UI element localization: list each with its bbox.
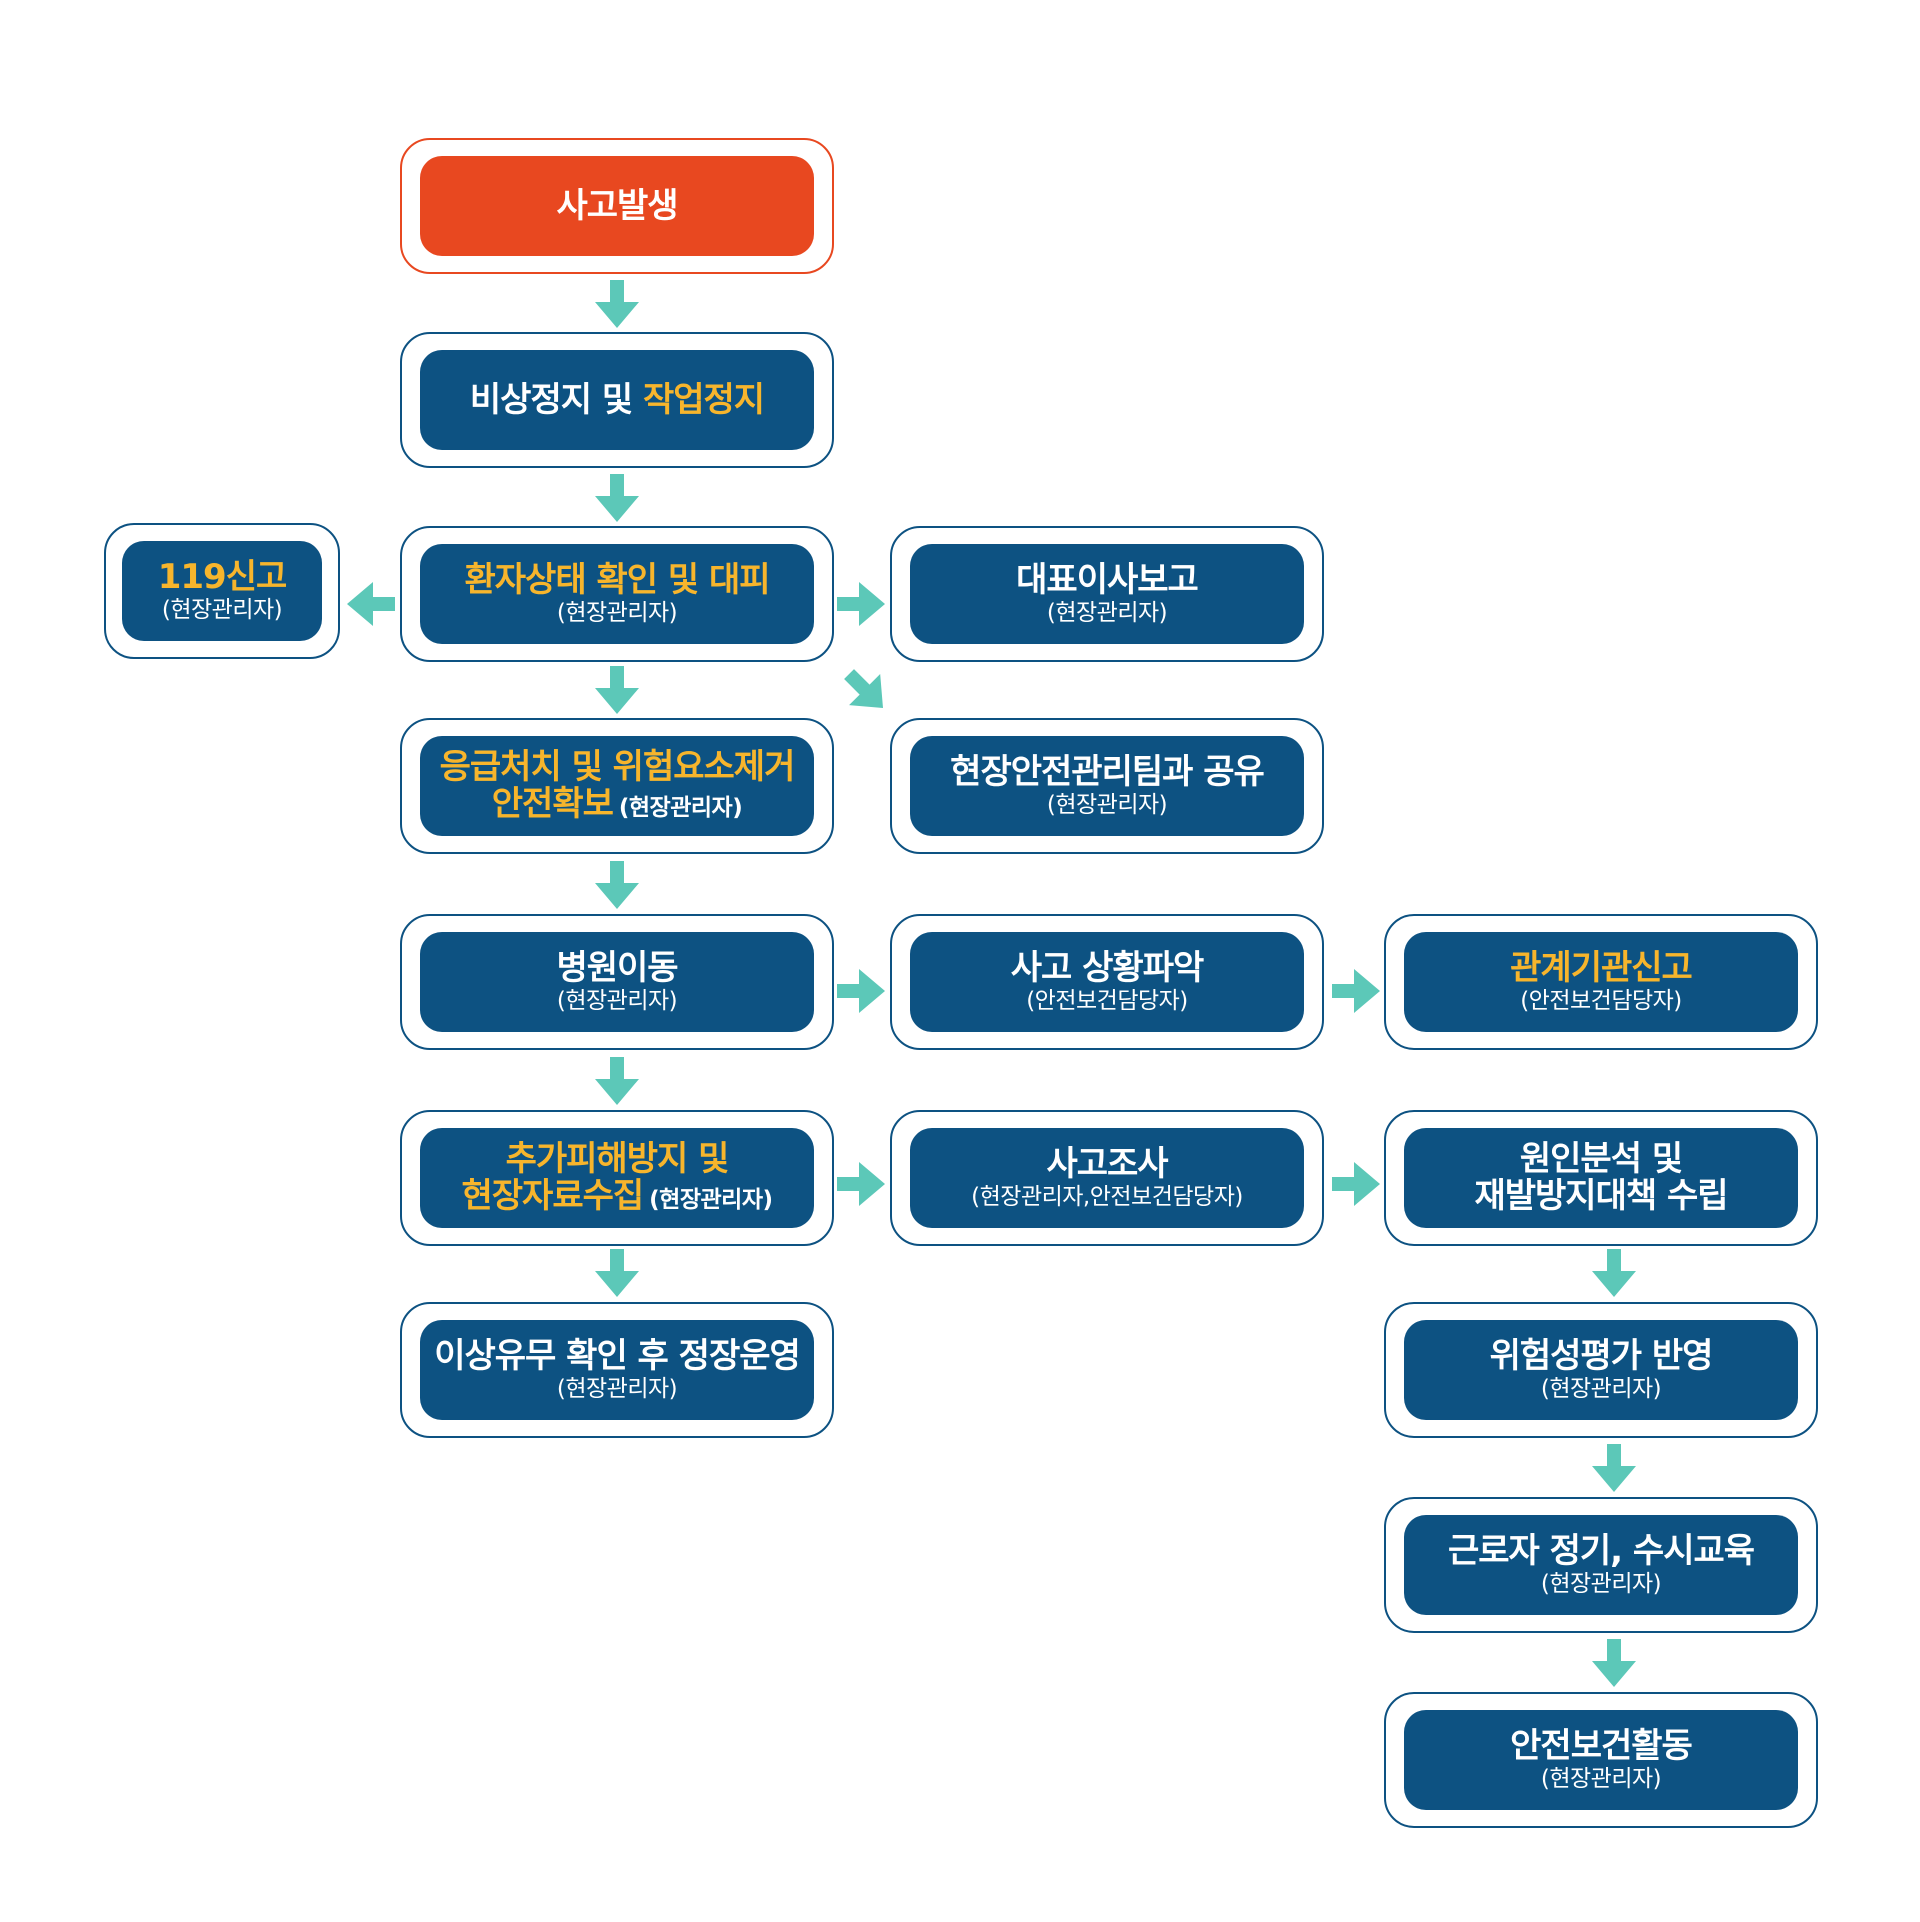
node-worker-education-box: 근로자 정기, 수시교육 (현장관리자): [1404, 1515, 1798, 1615]
node-report-119-sub: (현장관리자): [161, 596, 283, 623]
arrow-cause-to-risk: [1592, 1249, 1636, 1297]
arrow-hospital-to-prevent: [595, 1057, 639, 1105]
node-investigation-title: 사고조사: [1046, 1144, 1168, 1185]
arrow-prevent-to-normal: [595, 1249, 639, 1297]
node-risk-assessment-title: 위험성평가 반영: [1489, 1336, 1714, 1377]
arrow-accident-to-stop: [595, 280, 639, 328]
node-worker-education: 근로자 정기, 수시교육 (현장관리자): [1384, 1497, 1818, 1633]
node-emergency-stop-title: 비상정지 및 작업정지: [469, 379, 765, 420]
prevent-damage-collect-label: 현장자료수집: [461, 1176, 644, 1216]
node-investigation-sub: (현장관리자,안전보건담당자): [971, 1183, 1243, 1210]
arrow-patient-to-first-aid: [595, 666, 639, 714]
node-first-aid-box: 응급처치 및 위험요소제거 안전확보(현장관리자): [420, 736, 814, 836]
node-normal-operation: 이상유무 확인 후 정장운영 (현장관리자): [400, 1302, 834, 1438]
node-risk-assessment-box: 위험성평가 반영 (현장관리자): [1404, 1320, 1798, 1420]
node-agency-report: 관계기관신고 (안전보건담당자): [1384, 914, 1818, 1050]
node-worker-education-title: 근로자 정기, 수시교육: [1447, 1531, 1755, 1572]
node-emergency-stop-box: 비상정지 및 작업정지: [420, 350, 814, 450]
node-situation-sub: (안전보건담당자): [1026, 987, 1188, 1014]
node-patient-check-sub: (현장관리자): [556, 599, 678, 626]
node-situation-title: 사고 상황파악: [1010, 948, 1205, 989]
node-ceo-report: 대표이사보고 (현장관리자): [890, 526, 1324, 662]
node-situation-box: 사고 상황파악 (안전보건담당자): [910, 932, 1304, 1032]
node-first-aid: 응급처치 및 위험요소제거 안전확보(현장관리자): [400, 718, 834, 854]
node-ceo-report-title: 대표이사보고: [1016, 560, 1199, 601]
node-investigation-box: 사고조사 (현장관리자,안전보건담당자): [910, 1128, 1304, 1228]
node-patient-check: 환자상태 확인 및 대피 (현장관리자): [400, 526, 834, 662]
node-risk-assessment-sub: (현장관리자): [1540, 1375, 1662, 1402]
node-prevent-damage-box: 추가피해방지 및 현장자료수집(현장관리자): [420, 1128, 814, 1228]
node-first-aid-title-1: 응급처치 및 위험요소제거: [439, 747, 796, 788]
node-accident-title: 사고발생: [556, 185, 678, 226]
emergency-stop-label: 비상정지 및: [469, 379, 643, 420]
node-prevent-damage: 추가피해방지 및 현장자료수집(현장관리자): [400, 1110, 834, 1246]
arrow-risk-to-education: [1592, 1444, 1636, 1492]
arrow-situation-to-agency: [1332, 969, 1380, 1013]
first-aid-secure-label: 안전확보: [491, 784, 614, 824]
arrow-first-aid-to-hospital: [595, 861, 639, 909]
node-investigation: 사고조사 (현장관리자,안전보건담당자): [890, 1110, 1324, 1246]
node-first-aid-sub: (현장관리자): [618, 795, 743, 821]
node-hospital: 병원이동 (현장관리자): [400, 914, 834, 1050]
node-patient-check-title: 환자상태 확인 및 대피: [464, 560, 770, 601]
node-prevent-damage-title-2: 현장자료수집(현장관리자): [461, 1176, 773, 1216]
node-safety-activity-title: 안전보건활동: [1510, 1726, 1693, 1767]
node-ceo-report-sub: (현장관리자): [1046, 599, 1168, 626]
arrow-investigation-to-cause: [1332, 1162, 1380, 1206]
node-safety-activity-box: 안전보건활동 (현장관리자): [1404, 1710, 1798, 1810]
arrow-patient-to-ceo: [837, 582, 885, 626]
arrow-education-to-activity: [1592, 1639, 1636, 1687]
node-cause-analysis-title-2: 재발방지대책 수립: [1474, 1176, 1728, 1216]
node-cause-analysis: 원인분석 및 재발방지대책 수립: [1384, 1110, 1818, 1246]
node-team-share: 현장안전관리팀과 공유 (현장관리자): [890, 718, 1324, 854]
node-worker-education-sub: (현장관리자): [1540, 1570, 1662, 1597]
arrow-patient-to-119: [347, 582, 395, 626]
node-agency-report-box: 관계기관신고 (안전보건담당자): [1404, 932, 1798, 1032]
node-situation: 사고 상황파악 (안전보건담당자): [890, 914, 1324, 1050]
node-report-119-title: 119신고: [157, 557, 288, 598]
node-hospital-title: 병원이동: [556, 948, 678, 989]
node-accident: 사고발생: [400, 138, 834, 274]
arrow-patient-to-team: [844, 669, 883, 708]
node-agency-report-sub: (안전보건담당자): [1520, 987, 1682, 1014]
arrow-hospital-to-situation: [837, 969, 885, 1013]
node-team-share-sub: (현장관리자): [1046, 791, 1168, 818]
node-agency-report-title: 관계기관신고: [1510, 948, 1693, 989]
node-safety-activity-sub: (현장관리자): [1540, 1765, 1662, 1792]
node-ceo-report-box: 대표이사보고 (현장관리자): [910, 544, 1304, 644]
node-prevent-damage-sub: (현장관리자): [649, 1187, 773, 1213]
node-accident-box: 사고발생: [420, 156, 814, 256]
work-stop-label: 작업정지: [642, 379, 765, 420]
node-first-aid-title-2: 안전확보(현장관리자): [491, 784, 743, 824]
arrow-prevent-to-investigation: [837, 1162, 885, 1206]
node-normal-operation-sub: (현장관리자): [556, 1375, 678, 1402]
arrow-stop-to-patient: [595, 474, 639, 522]
node-emergency-stop: 비상정지 및 작업정지: [400, 332, 834, 468]
node-patient-check-box: 환자상태 확인 및 대피 (현장관리자): [420, 544, 814, 644]
node-cause-analysis-title-1: 원인분석 및: [1519, 1139, 1683, 1180]
node-cause-analysis-box: 원인분석 및 재발방지대책 수립: [1404, 1128, 1798, 1228]
node-hospital-box: 병원이동 (현장관리자): [420, 932, 814, 1032]
node-safety-activity: 안전보건활동 (현장관리자): [1384, 1692, 1818, 1828]
node-team-share-box: 현장안전관리팀과 공유 (현장관리자): [910, 736, 1304, 836]
node-team-share-title: 현장안전관리팀과 공유: [950, 752, 1265, 793]
node-prevent-damage-title-1: 추가피해방지 및: [505, 1139, 730, 1180]
node-report-119: 119신고 (현장관리자): [104, 523, 340, 659]
node-hospital-sub: (현장관리자): [556, 987, 678, 1014]
node-risk-assessment: 위험성평가 반영 (현장관리자): [1384, 1302, 1818, 1438]
node-normal-operation-title: 이상유무 확인 후 정장운영: [434, 1336, 801, 1377]
node-report-119-box: 119신고 (현장관리자): [122, 541, 322, 641]
node-normal-operation-box: 이상유무 확인 후 정장운영 (현장관리자): [420, 1320, 814, 1420]
